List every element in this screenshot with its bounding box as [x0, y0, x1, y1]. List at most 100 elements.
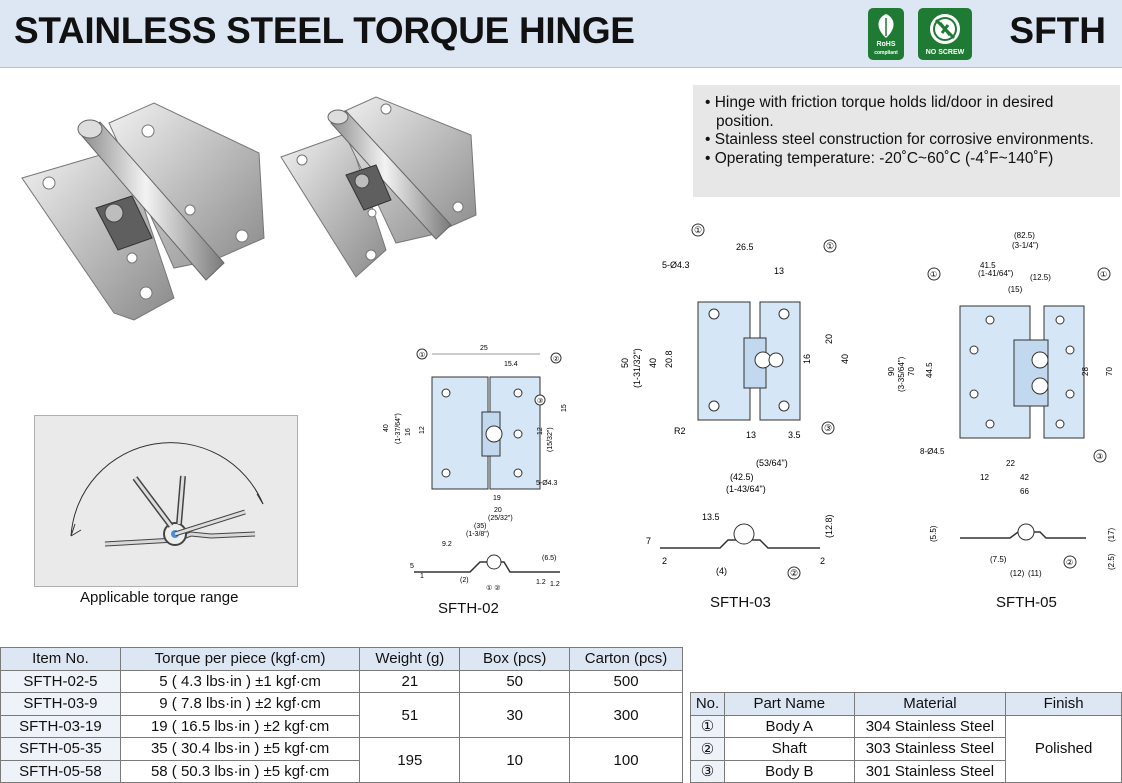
dim-label: 70 [907, 367, 916, 376]
dim-label: 8-Ø4.5 [920, 447, 945, 456]
item-no: SFTH-03-19 [0, 714, 121, 738]
dim-label: 16 [405, 428, 412, 436]
dim-label: (3-1/4") [1012, 241, 1039, 250]
item-no: SFTH-03-9 [0, 692, 121, 716]
dim-label: 42 [1020, 473, 1029, 482]
dim-label: 1.2 [536, 579, 546, 586]
dim-label: 90 [887, 367, 896, 376]
leaf-icon [878, 14, 894, 38]
col-header: Box (pcs) [459, 647, 571, 671]
dim-label: 26.5 [736, 242, 754, 252]
col-header: Finish [1005, 692, 1122, 716]
hinge-photo-large [21, 102, 265, 321]
weight: 195 [359, 737, 461, 783]
dim-label: 9.2 [442, 541, 452, 548]
part-material: 304 Stainless Steel [853, 714, 1007, 738]
page-title: STAINLESS STEEL TORQUE HINGE [14, 10, 635, 51]
callout-1: ① [694, 225, 702, 235]
col-header: Torque per piece (kgf·cm) [119, 647, 361, 671]
sfth-03-caption: SFTH-03 [710, 594, 771, 611]
box: 30 [459, 692, 571, 738]
torque-range-diagram [70, 442, 264, 547]
part-material: 303 Stainless Steel [853, 737, 1007, 761]
part-no: ① [690, 714, 725, 738]
dim-label: 12 [980, 473, 989, 482]
no-screw-label: NO SCREW [925, 49, 965, 56]
col-header: Item No. [0, 647, 121, 671]
dim-label: 1.2 [550, 581, 560, 588]
feature-item: Operating temperature: -20˚C~60˚C (-4˚F~… [705, 150, 1108, 169]
dim-label: 2 [662, 556, 667, 566]
dim-label: 15.4 [504, 361, 518, 368]
part-finish: Polished [1005, 714, 1122, 783]
sfth-05-drawing: (82.5) (3-1/4") 41.5 (1-41/64") (12.5) (… [887, 231, 1116, 578]
dim-label: 28 [1081, 367, 1090, 376]
callout-3: ③ [537, 397, 543, 405]
dim-label: 50 [620, 358, 630, 368]
callout-3: ③ [824, 423, 832, 433]
dim-label: 5 [410, 563, 414, 570]
box: 10 [459, 737, 571, 783]
dim-label: (15) [1008, 285, 1023, 294]
table-row: ① Body A 304 Stainless Steel Polished [690, 714, 1122, 783]
dim-label: 2 [820, 556, 825, 566]
dim-label: (1-41/64") [978, 269, 1014, 278]
table-row: SFTH-03-9 9 ( 7.8 lbs·in ) ±2 kgf·cm 51 … [0, 692, 683, 738]
dim-label: (12) [1010, 569, 1025, 578]
dim-label: (12.8) [824, 514, 834, 538]
part-no: ③ [690, 759, 725, 783]
spec-table: Item No. Torque per piece (kgf·cm) Weigh… [0, 647, 683, 783]
dim-label: (3-35/64") [897, 356, 906, 392]
dim-label: 7 [646, 536, 651, 546]
feature-item: Hinge with friction torque holds lid/doo… [705, 94, 1108, 131]
item-no: SFTH-05-35 [0, 737, 121, 761]
dim-label: 20 [824, 334, 834, 344]
dim-label: 22 [1006, 459, 1015, 468]
weight: 51 [359, 692, 461, 738]
torque: 5 ( 4.3 lbs·in ) ±1 kgf·cm [119, 669, 361, 693]
col-header: Carton (pcs) [569, 647, 683, 671]
item-no: SFTH-05-58 [0, 759, 121, 783]
col-header: Material [853, 692, 1007, 716]
dim-label: 12 [537, 427, 544, 435]
col-header: No. [690, 692, 725, 716]
hinge-photo-small [280, 96, 477, 278]
sfth-02-drawing: 25 15.4 40 (1-37/64") 16 12 12 15 30 (15… [383, 345, 568, 592]
no-screw-icon [930, 14, 960, 44]
dim-label: 44.5 [925, 362, 934, 378]
dim-label: (25/32") [488, 515, 513, 522]
callout-2: ② [790, 568, 798, 578]
dim-label: 16 [802, 354, 812, 364]
dim-label: (1-31/32") [632, 348, 642, 388]
carton: 300 [569, 692, 683, 738]
table-row: SFTH-05-58 58 ( 50.3 lbs·in ) ±5 kgf·cm [0, 759, 683, 783]
callout-1b: ① [1100, 270, 1107, 279]
sfth-03-drawing: 5-Ø4.3 26.5 13 50 (1-31/32") 40 20.8 16 … [620, 223, 850, 580]
callout-3: ③ [1096, 452, 1103, 461]
dim-label: 15 [561, 404, 568, 412]
rohs-badge: RoHS compliant [868, 8, 904, 60]
carton: 500 [569, 669, 683, 693]
dim-label: (53/64") [756, 458, 788, 468]
dim-label: (2.5) [1107, 553, 1116, 570]
dim-label: (5.5) [929, 525, 938, 542]
parts-table: No. Part Name Material Finish ① Body A 3… [690, 692, 1122, 783]
dim-label: (6.5) [542, 555, 556, 562]
product-code: SFTH [1009, 10, 1106, 51]
table-row: ③ Body B 301 Stainless Steel [690, 759, 1122, 783]
sfth-05-caption: SFTH-05 [996, 594, 1057, 611]
callout-1b: ① [826, 241, 834, 251]
item-no: SFTH-02-5 [0, 669, 121, 693]
table-row: ② Shaft 303 Stainless Steel [690, 737, 1122, 761]
carton: 100 [569, 737, 683, 783]
weight: 21 [359, 669, 461, 693]
dim-label: 66 [1020, 487, 1029, 496]
torque-range-caption: Applicable torque range [80, 589, 239, 606]
feature-item: Stainless steel construction for corrosi… [705, 131, 1108, 150]
rohs-label: RoHS [876, 41, 896, 48]
rohs-sub: compliant [874, 50, 898, 56]
callout-2: ② [1066, 558, 1073, 567]
dim-label: (1-37/64") [395, 413, 402, 444]
callout-1: ① [419, 351, 425, 359]
callout-2: ② [553, 355, 559, 363]
